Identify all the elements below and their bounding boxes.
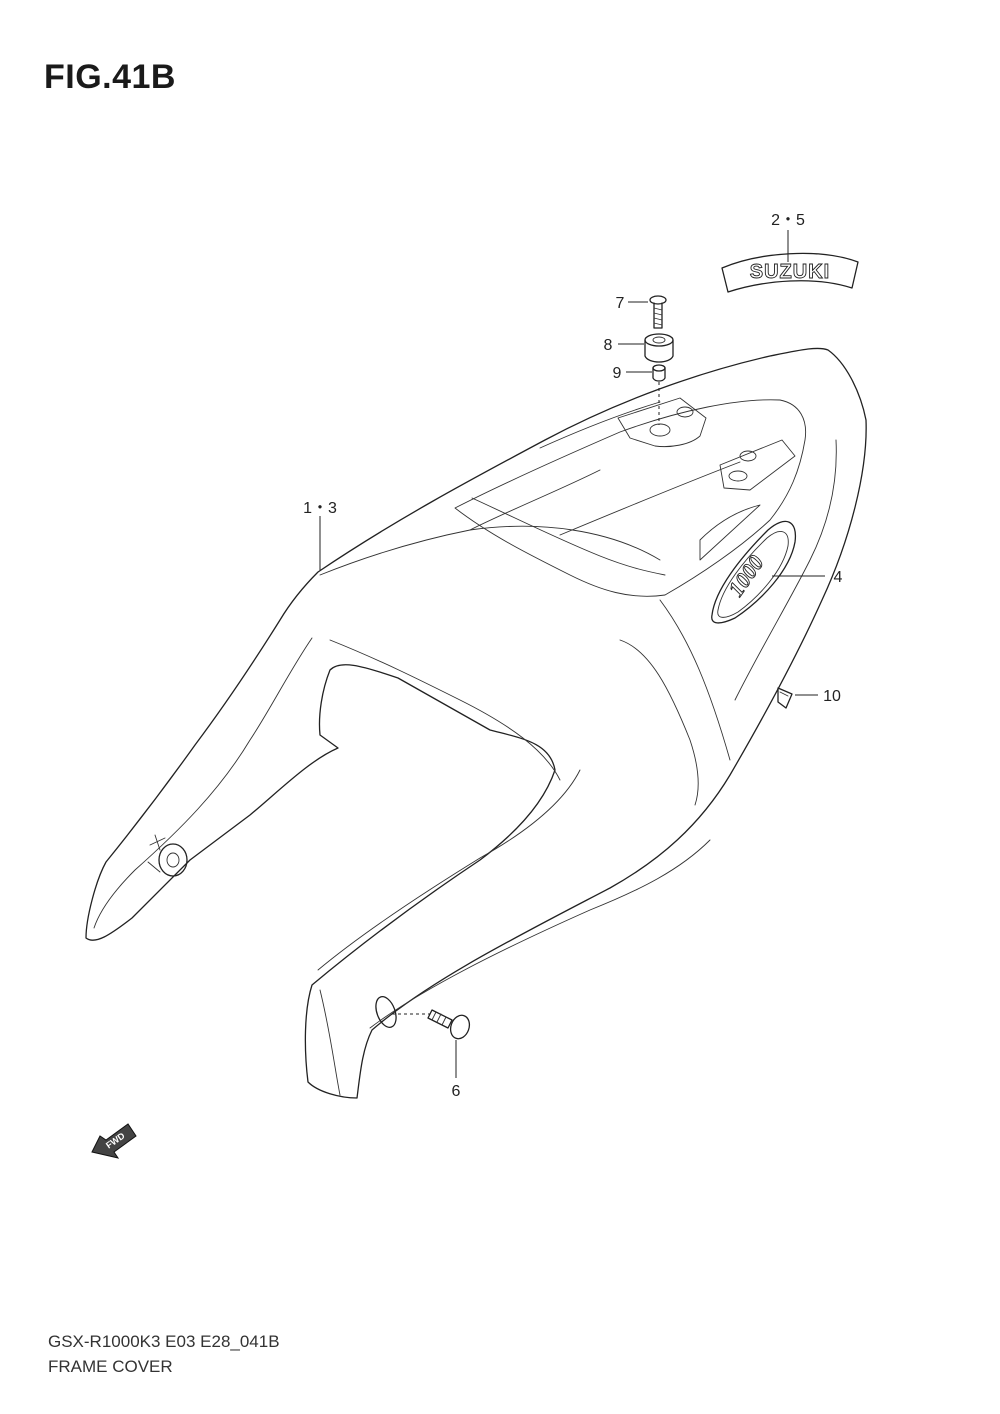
callout-1-3: 1・3 <box>303 500 337 517</box>
screw-6-part[interactable] <box>392 1009 473 1041</box>
callout-10: 10 <box>823 688 841 705</box>
model-code: GSX-R1000K3 E03 E28_041B <box>48 1332 280 1351</box>
collar-9-part[interactable] <box>652 364 666 425</box>
callout-6: 6 <box>452 1083 461 1100</box>
decal-text: SUZUKI <box>750 261 830 283</box>
callout-7: 7 <box>616 295 625 312</box>
suzuki-decal[interactable]: SUZUKI <box>721 252 859 293</box>
leader-lines <box>319 230 825 1078</box>
callout-8: 8 <box>604 337 613 354</box>
badge-1000-emblem[interactable]: 1000 <box>711 520 797 624</box>
callout-4: 4 <box>834 569 843 586</box>
figure-name: FRAME COVER <box>48 1357 173 1376</box>
frame-cover-part[interactable] <box>85 347 867 1099</box>
forward-direction-arrow-icon: FWD <box>91 1123 137 1159</box>
figure-title: FIG.41B <box>44 58 176 96</box>
callout-2-5: 2・5 <box>771 212 805 229</box>
bolt-7-part[interactable] <box>649 295 667 329</box>
callouts: 1・3 2・5 4 6 7 8 9 10 <box>303 212 842 1100</box>
badge-text: 1000 <box>723 551 769 601</box>
clip-10-part[interactable] <box>777 687 793 709</box>
cushion-8-part[interactable] <box>644 333 674 363</box>
callout-9: 9 <box>613 365 622 382</box>
